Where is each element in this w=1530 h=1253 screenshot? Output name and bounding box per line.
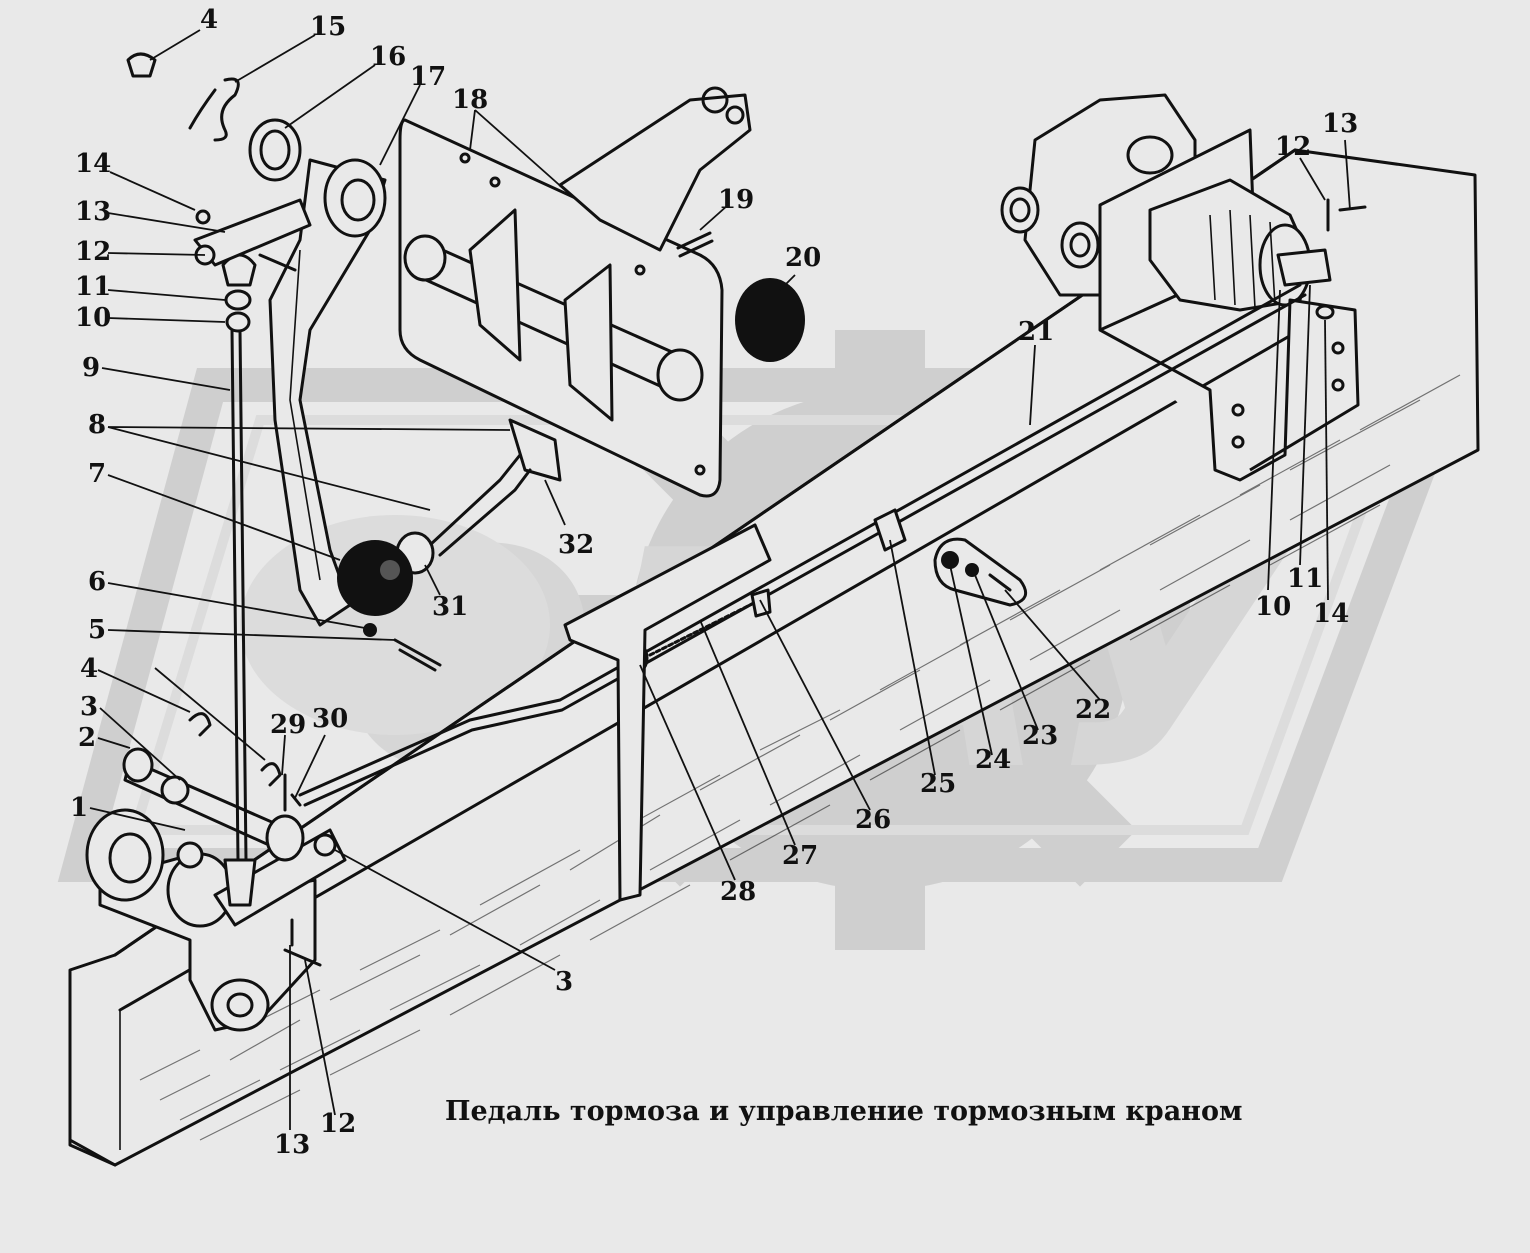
callout-17: 17 (410, 62, 446, 92)
callout-9: 9 (82, 353, 100, 383)
callout-15: 15 (310, 12, 346, 42)
callout-2: 2 (78, 723, 96, 753)
callout-4: 4 (80, 654, 98, 684)
callout-26: 26 (855, 805, 891, 835)
callout-12: 12 (75, 237, 111, 267)
cap (735, 278, 805, 362)
callout-4: 4 (200, 5, 218, 35)
callout-10: 10 (1255, 592, 1291, 622)
callout-labels: 4 15 16 17 18 14 13 12 11 10 9 8 7 6 5 4… (70, 5, 1358, 1160)
callout-22: 22 (1075, 695, 1111, 725)
callout-30: 30 (312, 704, 348, 734)
callout-14: 14 (75, 149, 111, 179)
callout-6: 6 (88, 567, 106, 597)
rail-plate (563, 523, 772, 902)
callout-31: 31 (432, 592, 468, 622)
brake-valve (1000, 93, 1367, 482)
callout-12: 12 (320, 1109, 356, 1139)
callout-27: 27 (782, 841, 818, 871)
callout-18: 18 (452, 85, 488, 115)
callout-10: 10 (75, 303, 111, 333)
pedal-lever (193, 158, 387, 627)
callout-1: 1 (70, 793, 88, 823)
diagram-caption: Педаль тормоза и управление тормозным кр… (445, 1096, 1242, 1127)
callout-14: 14 (1313, 599, 1349, 629)
small-parts (126, 52, 302, 182)
callout-29: 29 (270, 710, 306, 740)
callout-13: 13 (274, 1130, 310, 1160)
leader-lines (89, 29, 1351, 1130)
callout-24: 24 (975, 745, 1011, 775)
push-rod (221, 253, 257, 907)
pedal-pad (337, 418, 562, 672)
callout-25: 25 (920, 769, 956, 799)
link-rod (298, 283, 1307, 807)
callout-3: 3 (555, 967, 573, 997)
lower-bracket (85, 712, 347, 1032)
callout-13: 13 (1322, 109, 1358, 139)
callout-21: 21 (1018, 317, 1054, 347)
callout-5: 5 (88, 615, 106, 645)
callout-19: 19 (718, 185, 754, 215)
callout-12: 12 (1275, 132, 1311, 162)
callout-28: 28 (720, 877, 756, 907)
callout-32: 32 (558, 530, 594, 560)
callout-11: 11 (1287, 564, 1323, 594)
callout-8: 8 (88, 410, 106, 440)
callout-16: 16 (370, 42, 406, 72)
callout-7: 7 (88, 459, 106, 489)
callout-3: 3 (80, 692, 98, 722)
callout-11: 11 (75, 272, 111, 302)
callout-20: 20 (785, 243, 821, 273)
callout-23: 23 (1022, 721, 1058, 751)
callout-13: 13 (75, 197, 111, 227)
mount-plate (398, 86, 752, 498)
